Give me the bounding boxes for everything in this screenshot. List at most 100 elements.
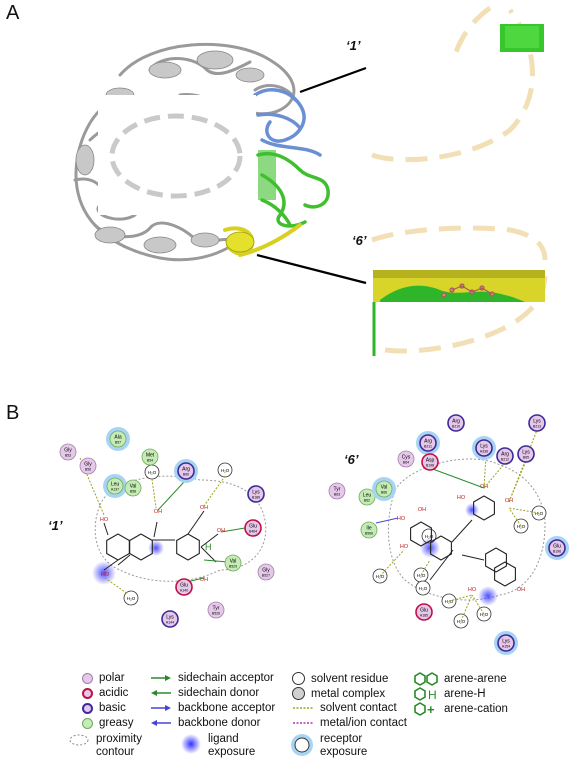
inset-1-dashed-ellipse: [371, 8, 535, 163]
site6-oh-3: HO: [400, 544, 409, 550]
site6-oh-2: HO: [397, 516, 406, 522]
water-label: H₂O: [376, 574, 385, 579]
arene-h-icon: H: [414, 687, 437, 701]
legend-polar-label: polar: [99, 672, 125, 684]
legend-greasy-label: greasy: [99, 717, 134, 729]
sc-donor-arrow: [151, 690, 171, 696]
residue-number: B527: [262, 574, 270, 578]
bond: [483, 462, 506, 489]
site1-ring-b: [176, 533, 200, 561]
bond: [103, 559, 119, 571]
residue-circle: [59, 443, 77, 461]
ligand-exposure-swatch: [181, 734, 201, 754]
water-label: H₂O: [535, 511, 544, 516]
legend-proximity-label: proximity contour: [96, 733, 143, 758]
site1-proximity-contour: [94, 475, 267, 582]
legend-metal-complex-label: metal complex: [311, 687, 386, 700]
arene-arene-icon: [414, 672, 438, 686]
legend-sc-acceptor-label: sidechain acceptor: [178, 672, 274, 684]
residue-name: Glu: [553, 544, 561, 550]
acidic-swatch: [82, 687, 93, 699]
residue-number: B58: [130, 490, 136, 494]
bond: [471, 594, 485, 615]
residue-number: B60: [183, 473, 189, 477]
water-label: H₂O: [127, 596, 136, 601]
residue-circle: [177, 462, 195, 480]
bond: [220, 527, 246, 533]
residue-circle: [161, 610, 179, 628]
bond: [508, 507, 522, 527]
bond: [508, 460, 527, 503]
site1-oh-5: OH: [200, 577, 208, 583]
legend-bb-acceptor-label: backbone acceptor: [178, 702, 276, 714]
water-label: H₂O: [221, 468, 230, 473]
legend-arene-h-label: arene-H: [444, 688, 486, 700]
legend-solvent-residue: solvent residue: [292, 672, 388, 685]
bond: [200, 546, 217, 563]
residue-number: B529: [229, 565, 237, 569]
bond: [448, 594, 473, 602]
dashed-circle: [109, 113, 243, 199]
site1-water-1: H₂O: [144, 464, 160, 480]
yellow-domain-helix: [225, 231, 255, 253]
water-label: H₂O: [419, 586, 428, 591]
site6-oh-8: OH: [517, 587, 525, 593]
bond: [460, 594, 473, 622]
bond: [157, 481, 185, 511]
arene-h-symbol: H: [428, 688, 437, 701]
site-6-label: ‘6’: [352, 233, 367, 248]
water-label: H₂O: [417, 573, 426, 578]
residue-number: B212: [501, 458, 509, 462]
residue-number: A140: [180, 589, 188, 593]
site1-ring-a: [106, 533, 130, 561]
legend-ligand-exposure-label: ligand exposure: [208, 733, 256, 758]
residue-circle: [244, 519, 262, 537]
residue-circle: [528, 414, 546, 432]
residue-circle: [106, 477, 124, 495]
connector-line-1: [299, 66, 367, 94]
water-label: H₂O: [425, 534, 434, 539]
legend-bb-acceptor: backbone acceptor: [150, 702, 275, 714]
bond: [203, 475, 226, 507]
residue-circle: [79, 457, 97, 475]
residue-circle: [419, 434, 437, 452]
ligand-exposure-blob: [465, 503, 479, 517]
receptor-exposure-swatch: [291, 734, 313, 756]
residue-circle: [328, 482, 346, 500]
residue-circle: [247, 485, 265, 503]
residue-circle: [207, 601, 225, 619]
residue-number: B196: [553, 550, 561, 554]
solvent-contact-line: [293, 707, 313, 709]
residue-number: B57: [115, 441, 121, 445]
residue-name: Arg: [501, 452, 509, 458]
site1-oh-3: OH: [200, 505, 208, 511]
proximity-swatch: [69, 734, 89, 746]
residue-circle: [397, 450, 415, 468]
arene-cation-symbol: +: [427, 702, 435, 716]
legend-sc-donor-label: sidechain donor: [178, 687, 260, 699]
residue-number: B211: [424, 445, 432, 449]
legend-arene-h: H arene-H: [414, 687, 486, 701]
residue-name: Ile: [366, 526, 372, 532]
residue-circle: [224, 554, 242, 572]
bond: [451, 519, 473, 543]
water-label: H₂O: [480, 612, 489, 617]
inset-6-yellow-shadow: [373, 270, 545, 278]
site-1-label: ‘1’: [346, 38, 361, 53]
legend-solvent-contact: solvent contact: [292, 702, 397, 714]
ligand-exposure-blob: [420, 538, 440, 558]
legend-receptor-exposure: receptor exposure: [290, 733, 380, 759]
